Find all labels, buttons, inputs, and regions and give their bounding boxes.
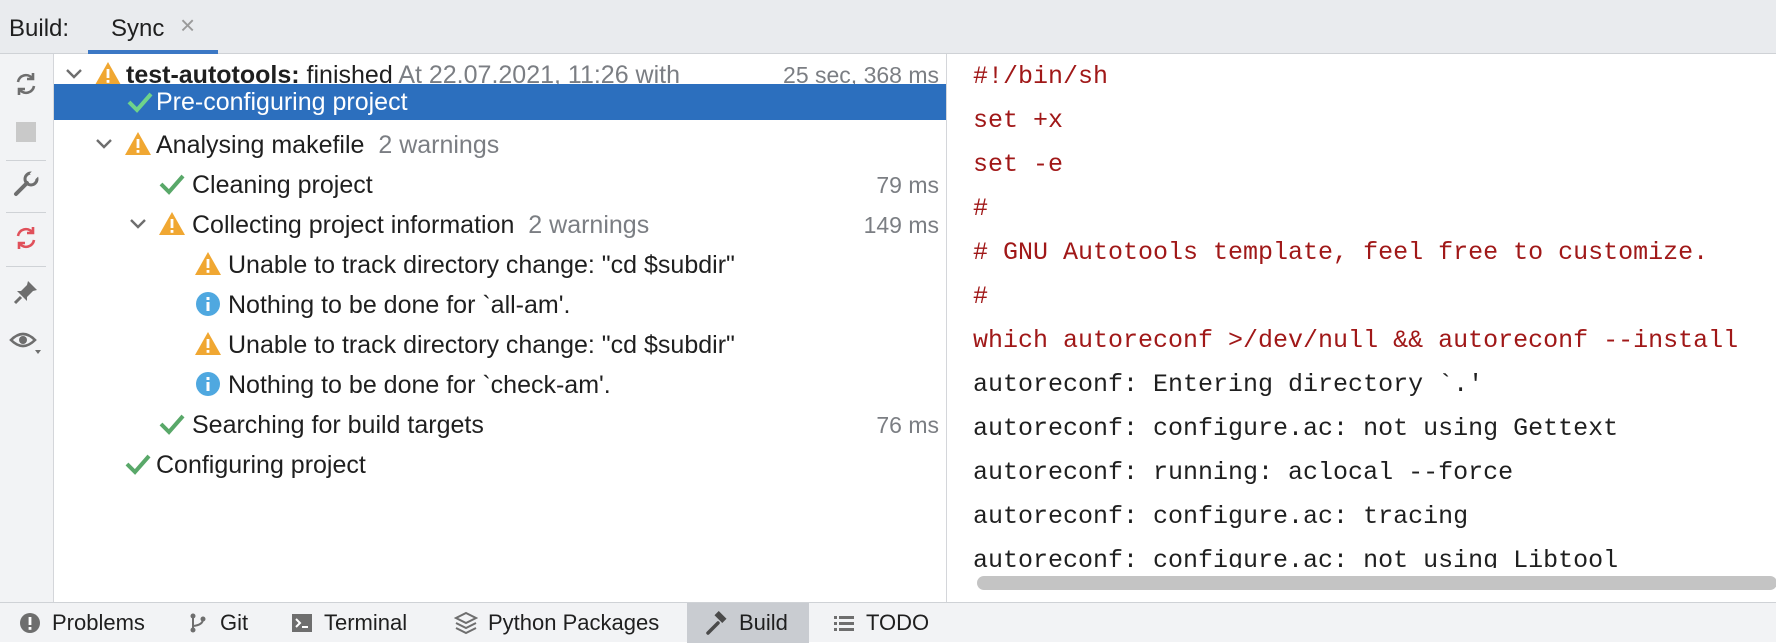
tree-row-label: Nothing to be done for `all-am'. (228, 291, 571, 319)
build-label: Build: (9, 15, 70, 42)
warning-icon (195, 332, 221, 355)
checkmark-icon (159, 174, 185, 195)
tab-label: Git (220, 610, 249, 635)
console-line: autoreconf: configure.ac: not using Libt… (973, 546, 1619, 568)
toolbar-divider (6, 212, 46, 213)
console-line: # GNU Autotools template, feel free to c… (973, 238, 1709, 267)
console-line: which autoreconf >/dev/null && autorecon… (973, 326, 1739, 355)
console-line: autoreconf: Entering directory `.' (973, 370, 1484, 399)
chevron-down-icon[interactable] (60, 60, 88, 88)
warning-icon (125, 132, 151, 155)
console-line: autoreconf: running: aclocal --force (973, 458, 1514, 487)
tree-row-label: Unable to track directory change: "cd $s… (228, 251, 735, 279)
warning-icon (95, 62, 121, 85)
tree-row-label: Unable to track directory change: "cd $s… (228, 331, 735, 359)
tree-row-meta: 2 warnings (528, 211, 650, 239)
tree-row[interactable]: Cleaning project 79 ms (54, 164, 946, 204)
build-tool-window-header: Build: Sync × (0, 0, 1776, 54)
tree-row-label: Collecting project information (192, 211, 515, 239)
tab-sync-label: Sync (111, 15, 165, 42)
info-icon (196, 292, 220, 316)
tree-row[interactable]: Nothing to be done for `check-am'. (54, 364, 946, 404)
console-output[interactable]: #!/bin/sh set +x set -e # # GNU Autotool… (947, 54, 1776, 602)
tab-label: Terminal (324, 610, 408, 635)
console-line: #!/bin/sh (973, 62, 1109, 91)
checkmark-icon (125, 454, 151, 475)
problems-icon (18, 611, 42, 635)
info-icon (196, 372, 220, 396)
python-packages-icon (454, 611, 478, 635)
build-tree[interactable]: test-autotools: finished At 22.07.2021, … (54, 54, 947, 602)
eye-icon[interactable] (8, 324, 44, 360)
warning-icon (159, 212, 185, 235)
horizontal-scrollbar[interactable] (977, 576, 1776, 590)
tree-row[interactable]: Nothing to be done for `all-am'. (54, 284, 946, 324)
console-line: autoreconf: configure.ac: not using Gett… (973, 414, 1619, 443)
chevron-down-icon[interactable] (90, 130, 118, 158)
tree-row[interactable]: Unable to track directory change: "cd $s… (54, 244, 946, 284)
console-line: # (973, 194, 989, 223)
git-branch-icon (186, 611, 210, 635)
console-line: set -e (973, 150, 1064, 179)
tab-build[interactable]: Build (687, 603, 809, 643)
tree-row-time: 79 ms (870, 171, 939, 199)
tool-window-bar: Problems Git Terminal Python Packages Bu… (0, 602, 1776, 643)
tree-row-label: Searching for build targets (192, 411, 484, 439)
tree-row[interactable]: Analysing makefile 2 warnings (54, 124, 946, 164)
tree-row-label: Configuring project (156, 451, 366, 479)
tab-git[interactable]: Git (186, 603, 248, 643)
tab-todo[interactable]: TODO (832, 603, 929, 643)
console-line: autoreconf: configure.ac: tracing (973, 502, 1469, 531)
tab-label: TODO (866, 610, 930, 635)
tree-row-meta: 2 warnings (378, 131, 500, 159)
terminal-icon (290, 611, 314, 635)
chevron-down-icon[interactable] (124, 210, 152, 238)
tab-python-packages[interactable]: Python Packages (454, 603, 659, 643)
close-icon[interactable]: × (180, 10, 196, 40)
tree-row-label: Cleaning project (192, 171, 373, 199)
toolbar-divider (6, 266, 46, 267)
tree-row-time: 149 ms (857, 211, 939, 239)
console-line: set +x (973, 106, 1064, 135)
tree-row[interactable]: Unable to track directory change: "cd $s… (54, 324, 946, 364)
tree-row[interactable]: Searching for build targets 76 ms (54, 404, 946, 444)
sync-icon[interactable] (8, 66, 44, 102)
tree-row-time: 76 ms (870, 411, 939, 439)
tab-sync[interactable]: Sync × (88, 0, 218, 54)
checkmark-icon (127, 92, 153, 113)
tab-label: Build (739, 610, 788, 635)
tab-label: Problems (52, 610, 145, 635)
console-line: # (973, 282, 989, 311)
toolbar-divider (6, 160, 46, 161)
tree-row-selected[interactable]: Pre-configuring project (54, 84, 946, 120)
warning-icon (195, 252, 221, 275)
tree-row-label: Pre-configuring project (156, 88, 408, 116)
tab-terminal[interactable]: Terminal (290, 603, 407, 643)
build-toolbar (0, 54, 54, 602)
hammer-icon (705, 611, 729, 635)
tree-row-label: Nothing to be done for `check-am'. (228, 371, 611, 399)
pin-icon[interactable] (8, 274, 44, 310)
tree-row[interactable]: Configuring project (54, 444, 946, 484)
tree-row-label: Analysing makefile (156, 131, 365, 159)
tab-problems[interactable]: Problems (18, 603, 145, 643)
stop-icon[interactable] (8, 114, 44, 150)
tree-row[interactable]: Collecting project information 2 warning… (54, 204, 946, 244)
list-icon (832, 611, 856, 635)
wrench-icon[interactable] (8, 166, 44, 202)
checkmark-icon (159, 414, 185, 435)
tab-label: Python Packages (488, 610, 660, 635)
sync-error-icon[interactable] (8, 220, 44, 256)
